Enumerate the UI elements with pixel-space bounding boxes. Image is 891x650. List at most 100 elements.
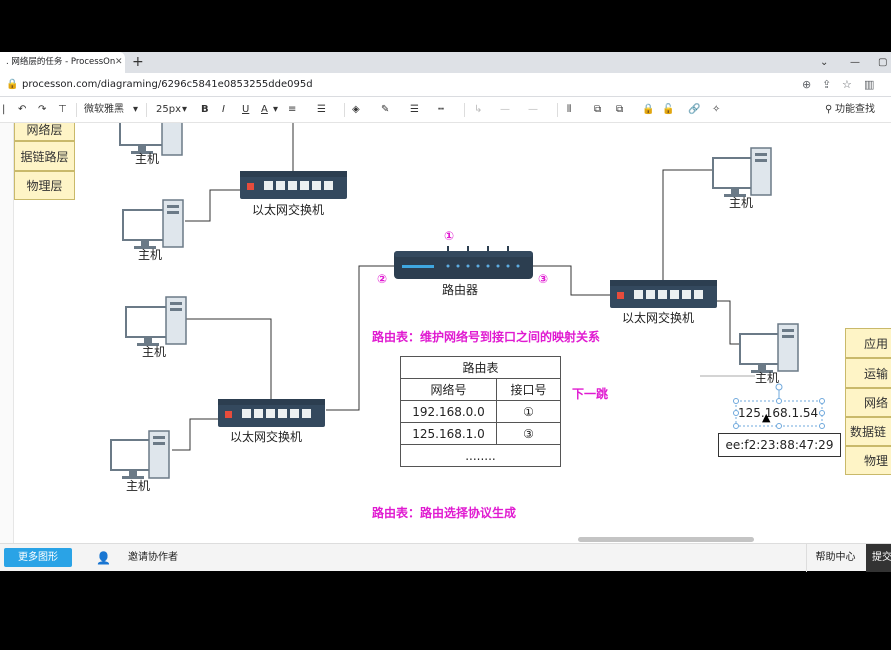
submit-button[interactable]: 提交 [866,544,891,572]
font-size-dropdown-icon[interactable]: ▾ [182,104,188,115]
router [394,246,533,279]
fill-color-icon[interactable]: ◈ [352,104,360,115]
arrange-icon[interactable]: ⫴ [567,104,572,115]
link-icon[interactable]: 🔗 [688,104,701,115]
host-label[interactable]: 主机 [138,248,163,262]
share-icon[interactable]: ⇪ [822,78,832,91]
toolbar-divider [344,103,345,117]
text-color-button[interactable]: A [261,104,268,115]
browser-tab-bar: . 网络层的任务 - ProcessOn ✕ + ⌄ — ▢ [0,52,891,73]
underline-button[interactable]: U [242,104,250,115]
lock-icon[interactable]: 🔒 [6,79,19,90]
toolbar-divider [146,103,147,117]
host-right-bottom [739,323,799,373]
format-painter-icon[interactable]: ⊤ [58,104,67,115]
mouse-cursor-icon: ▲ [762,411,771,424]
table-cell-port: ③ [496,422,561,445]
router-label[interactable]: 路由器 [442,283,479,297]
font-family-dropdown-icon[interactable]: ▾ [133,104,139,115]
layer-physical-left[interactable]: 物理层 [14,171,75,200]
routing-table-note[interactable]: 路由表：维护网络号到接口之间的映射关系 [372,330,601,344]
tab-search-icon[interactable]: ⌄ [820,57,829,68]
host-label[interactable]: 主机 [126,479,151,493]
line-start-icon[interactable]: — [500,104,510,115]
link-line [172,418,218,451]
next-hop-label[interactable]: 下一跳 [572,387,609,401]
collapse-icon[interactable]: | [2,104,6,115]
line-width-icon[interactable]: ☰ [410,104,419,115]
lock-shape-icon[interactable]: 🔒 [642,104,655,115]
table-cell-network: 192.168.0.0 [400,400,497,423]
address-bar[interactable]: 🔒 processon.com/diagraming/6296c5841e085… [0,73,891,97]
feature-search-button[interactable]: 功能查找 [835,104,875,115]
add-user-icon[interactable]: 👤 [96,551,111,565]
routing-protocol-note[interactable]: 路由表：路由选择协议生成 [372,506,517,520]
mac-address-box[interactable]: ee:f2:23:88:47:29 [718,433,841,457]
text-color-dropdown-icon[interactable]: ▾ [273,104,279,115]
tab-close-icon[interactable]: ✕ [115,57,123,67]
browser-tab[interactable]: . 网络层的任务 - ProcessOn [0,52,125,73]
table-row: 192.168.0.0 ① [400,400,561,423]
bottom-bar: 更多图形 👤 邀请协作者 帮助中心 提交 [0,543,891,572]
link-line [185,189,240,222]
switch-bottom [218,399,325,427]
host-label[interactable]: 主机 [135,152,160,166]
host-left-3 [125,296,187,346]
sidepanel-icon[interactable]: ▥ [864,78,875,91]
left-shape-panel[interactable] [0,123,14,543]
line-color-icon[interactable]: ✎ [381,104,390,115]
switch-label[interactable]: 以太网交换机 [252,203,325,217]
switch-right [610,280,717,308]
switch-label[interactable]: 以太网交换机 [622,311,695,325]
italic-button[interactable]: I [222,104,225,115]
layer-transport-right[interactable]: 运输 [845,358,891,388]
connector-icon[interactable]: ↳ [474,104,483,115]
font-family-select[interactable]: 微软雅黑 [84,104,124,115]
redo-icon[interactable]: ↷ [38,104,47,115]
switch-top [240,171,347,199]
layer-physical-right[interactable]: 物理 [845,446,891,475]
port-2-label[interactable]: ② [377,272,388,286]
url-text[interactable]: processon.com/diagraming/6296c5841e08532… [22,79,313,90]
bookmark-star-icon[interactable]: ☆ [842,78,852,91]
switch-label[interactable]: 以太网交换机 [230,430,303,444]
diagram-canvas[interactable]: 网络层 据链路层 物理层 应用 运输 网络 数据链 物理 主机 以太网交换机 主… [0,123,891,543]
editor-toolbar: | ↶ ↷ ⊤ 微软雅黑 ▾ 25px ▾ B I U A ▾ ≡ ☰ ◈ ✎ … [0,97,891,123]
bring-front-icon[interactable]: ⧉ [594,104,602,115]
layer-datalink-left[interactable]: 据链路层 [14,141,75,171]
magic-icon[interactable]: ✧ [712,104,721,115]
maximize-icon[interactable]: ▢ [878,57,888,68]
toolbar-divider [76,103,77,117]
host-label[interactable]: 主机 [142,345,167,359]
horizontal-scrollbar[interactable] [578,537,754,542]
table-row: 125.168.1.0 ③ [400,422,561,445]
ip-address-text[interactable]: 125.168.1.54 [738,406,819,420]
more-shapes-button[interactable]: 更多图形 [4,548,72,567]
align-icon[interactable]: ≡ [288,104,297,115]
host-label[interactable]: 主机 [755,371,780,385]
new-tab-icon[interactable]: + [132,54,144,70]
search-icon[interactable]: ⚲ [825,104,833,115]
font-size-select[interactable]: 25px [156,104,181,115]
minimize-icon[interactable]: — [850,57,860,68]
line-style-icon[interactable]: ┅ [438,104,445,115]
bold-button[interactable]: B [201,104,209,115]
send-back-icon[interactable]: ⧉ [616,104,624,115]
undo-icon[interactable]: ↶ [18,104,27,115]
unlock-icon[interactable]: 🔓 [662,104,675,115]
port-1-label[interactable]: ① [444,229,455,243]
port-3-label[interactable]: ③ [538,272,549,286]
layer-datalink-right[interactable]: 数据链 [845,417,891,446]
help-center-button[interactable]: 帮助中心 [806,544,864,572]
layer-network-left[interactable]: 网络层 [14,123,75,141]
list-icon[interactable]: ☰ [317,104,326,115]
line-end-icon[interactable]: — [528,104,538,115]
zoom-icon[interactable]: ⊕ [802,78,812,91]
toolbar-divider [557,103,558,117]
host-label[interactable]: 主机 [729,196,754,210]
routing-table[interactable]: 路由表 网络号 接口号 192.168.0.0 ① 125.168.1.0 ③ … [400,356,561,467]
layer-network-right[interactable]: 网络 [845,388,891,417]
layer-application-right[interactable]: 应用 [845,328,891,358]
invite-collaborator-button[interactable]: 邀请协作者 [128,552,178,563]
